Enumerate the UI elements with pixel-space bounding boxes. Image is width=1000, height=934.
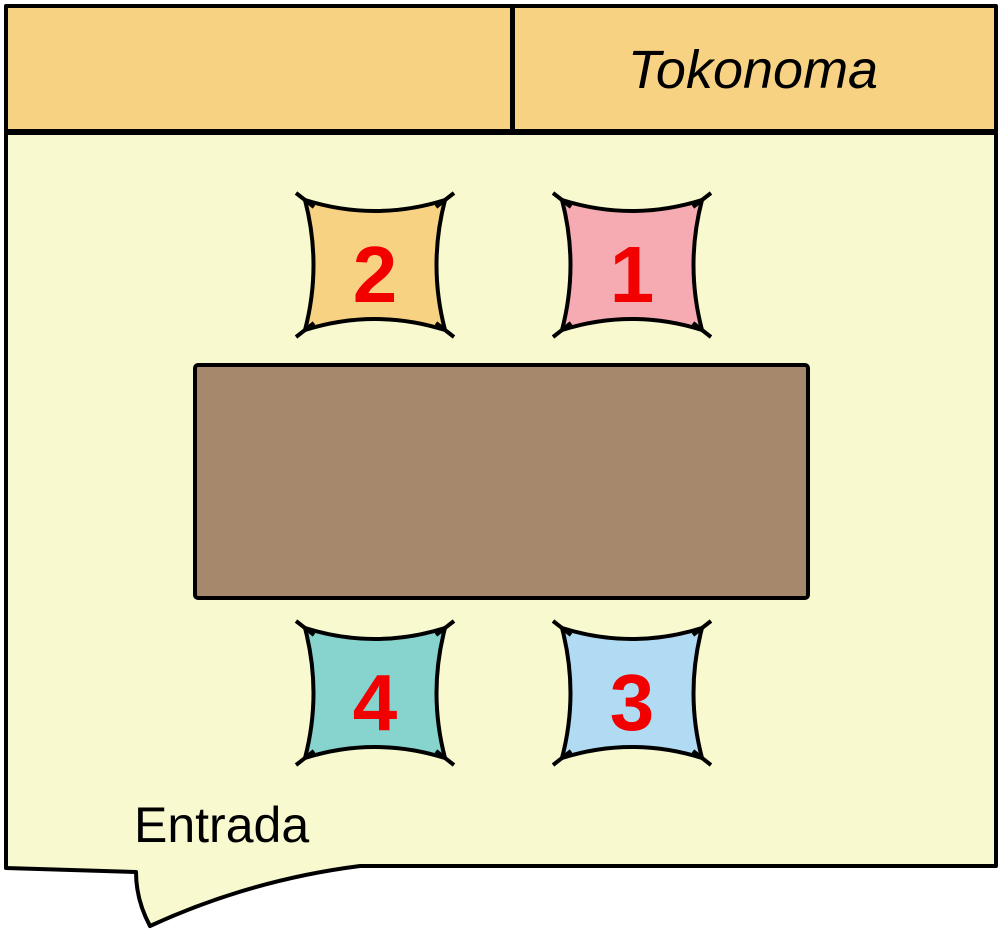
cushion-1: 1 [551,191,713,339]
seat-number-1: 1 [610,230,655,319]
alcove-left-panel [4,4,514,133]
cushion-3-tassels [551,619,713,767]
seat-number-3: 3 [610,658,655,747]
seat-number-4: 4 [353,658,398,747]
tokonoma-label: Tokonoma [628,40,878,100]
cushion-1-tassels [551,191,713,339]
cushion-4-tassels [294,619,456,767]
tokonoma-panel [511,4,998,133]
cushion-3: 3 [551,619,713,767]
seat-number-2: 2 [353,230,398,319]
low-table [193,363,810,600]
cushion-2: 2 [294,191,456,339]
cushion-4: 4 [294,619,456,767]
entrance-label: Entrada [134,797,309,853]
cushion-2-tassels [294,191,456,339]
